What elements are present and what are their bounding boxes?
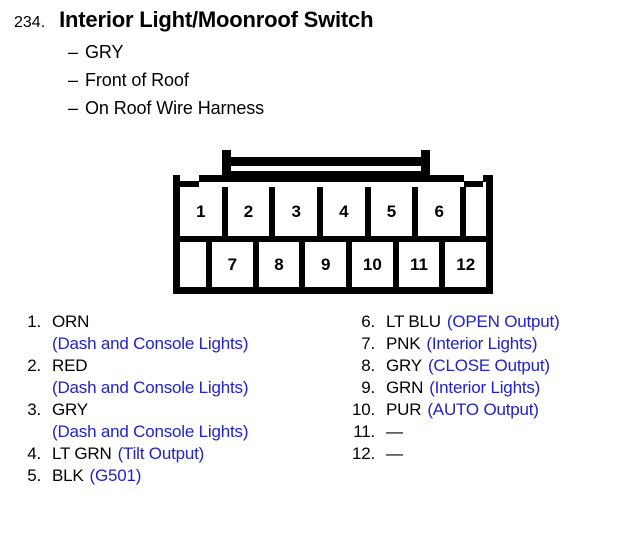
pin-legend-description: (G501) [89,466,142,485]
connector-latch-bar [222,157,430,166]
pin-cell-5: 5 [364,187,413,236]
pin-legend-entry: 9. GRN (Interior Lights) [352,378,614,400]
pin-legend-description: (Tilt Output) [117,444,205,463]
pin-legend-number: 9. [361,378,375,397]
connector-pin-row-top: 1 2 3 4 5 6 [180,187,487,236]
pin-legend-row: 8. GRY (CLOSE Output) [352,356,614,378]
pin-legend-entry: 2. RED (Dash and Console Lights) [18,356,328,400]
subtitle-text: On Roof Wire Harness [85,98,265,118]
pin-cell-blank-top-right [460,187,487,236]
pin-legend-description: (OPEN Output) [446,312,560,331]
pin-legend-wire-color: LT GRN [52,444,112,463]
pin-legend-number: 5. [27,466,41,485]
connector-notch-right [464,175,483,187]
pin-legend-entry: 10. PUR (AUTO Output) [352,400,614,422]
pin-cell-10: 10 [346,242,393,287]
pin-cell-12: 12 [439,242,487,287]
pin-cell-8: 8 [252,242,300,287]
pin-legend-entry: 6. LT BLU (OPEN Output) [352,312,614,334]
connector-latch-post-right [421,150,430,178]
pin-legend-description: (Interior Lights) [429,378,541,397]
pin-legend-wire-color: BLK [52,466,84,485]
pin-legend-row: 1. ORN [18,312,328,334]
page-title: 234. Interior Light/Moonroof Switch [14,7,374,33]
pin-cell-11: 11 [392,242,440,287]
title-text: Interior Light/Moonroof Switch [59,7,374,32]
pin-legend-entry: 11. — [352,422,614,444]
connector-latch-post-left [222,150,231,178]
pin-legend-number: 12. [352,444,376,463]
pin-legend-wire-color: RED [52,356,88,375]
pin-legend-wire-color: LT BLU [386,312,441,331]
title-number: 234. [14,14,46,31]
pin-legend-row: 7. PNK (Interior Lights) [352,334,614,356]
pin-legend-description: (Dash and Console Lights) [52,334,249,353]
pin-cell-2: 2 [221,187,270,236]
pin-legend-wire-color: PUR [386,400,422,419]
pin-legend-wire-color: PNK [386,334,421,353]
pin-legend-wire-color: GRY [386,356,422,375]
pin-cell-9: 9 [299,242,347,287]
pin-legend-number: 10. [352,400,376,419]
pin-legend-row: 12. — [352,444,614,466]
pin-legend-empty-dash: — [386,422,403,441]
pin-cell-7: 7 [206,242,253,287]
pin-cell-3: 3 [269,187,318,236]
subtitle-line-harness: –On Roof Wire Harness [68,98,264,119]
pin-legend-number: 8. [361,356,375,375]
bullet-dash-icon: – [68,42,78,62]
pin-legend-entry: 4. LT GRN (Tilt Output) [18,444,328,466]
pin-legend-row: 11. — [352,422,614,444]
pin-legend-left: 1. ORN (Dash and Console Lights) 2. RED (Dash… [18,312,328,488]
pin-legend-empty-dash: — [386,444,403,463]
pin-legend-row: 9. GRN (Interior Lights) [352,378,614,400]
pin-legend-entry: 1. ORN (Dash and Console Lights) [18,312,328,356]
pin-legend-row: 3. GRY [18,400,328,422]
pin-legend-wire-color: GRY [52,400,88,419]
subtitle-line-connector-color: –GRY [68,42,123,63]
connector-diagram: 1 2 3 4 5 6 7 8 9 10 11 12 [170,145,500,297]
connector-row-divider [180,236,486,242]
pin-legend-entry: 12. — [352,444,614,466]
subtitle-text: GRY [85,42,124,62]
bullet-dash-icon: – [68,70,78,90]
pin-legend-right: 6. LT BLU (OPEN Output) 7. PNK (Interior Ligh… [352,312,614,466]
pin-legend-description: (Interior Lights) [426,334,538,353]
pin-legend-wire-color: ORN [52,312,90,331]
bullet-dash-icon: – [68,98,78,118]
pin-legend-number: 11. [353,422,375,441]
pin-legend-entry: 5. BLK (G501) [18,466,328,488]
pin-cell-4: 4 [317,187,365,236]
connector-latch-inner-line [231,171,421,177]
pin-legend-row: 2. RED [18,356,328,378]
pin-legend-description: (Dash and Console Lights) [52,378,249,397]
subtitle-text: Front of Roof [85,70,189,90]
pin-legend-row: 4. LT GRN (Tilt Output) [18,444,328,466]
pin-legend-entry: 8. GRY (CLOSE Output) [352,356,614,378]
pin-legend-row: 6. LT BLU (OPEN Output) [352,312,614,334]
pin-legend-number: 3. [27,400,41,419]
pin-legend-entry: 7. PNK (Interior Lights) [352,334,614,356]
pin-legend-description: (CLOSE Output) [427,356,550,375]
pin-legend-wire-color: GRN [386,378,424,397]
pin-legend-description: (Dash and Console Lights) [52,422,249,441]
pin-legend-number: 7. [361,334,375,353]
pin-legend-description: (AUTO Output) [427,400,539,419]
connector-notch-left [180,175,199,187]
connector-pin-row-bottom: 7 8 9 10 11 12 [180,242,487,287]
subtitle-line-location: –Front of Roof [68,70,189,91]
pin-cell-1: 1 [180,187,222,236]
pin-legend-row: 5. BLK (G501) [18,466,328,488]
pin-legend-number: 2. [27,356,41,375]
pin-cell-6: 6 [412,187,461,236]
pin-legend-number: 1. [27,312,41,331]
pin-legend-row: 10. PUR (AUTO Output) [352,400,614,422]
pin-legend-number: 4. [27,444,41,463]
pin-cell-blank-bottom-left [180,242,206,287]
pin-legend-entry: 3. GRY (Dash and Console Lights) [18,400,328,444]
pin-legend-number: 6. [361,312,375,331]
